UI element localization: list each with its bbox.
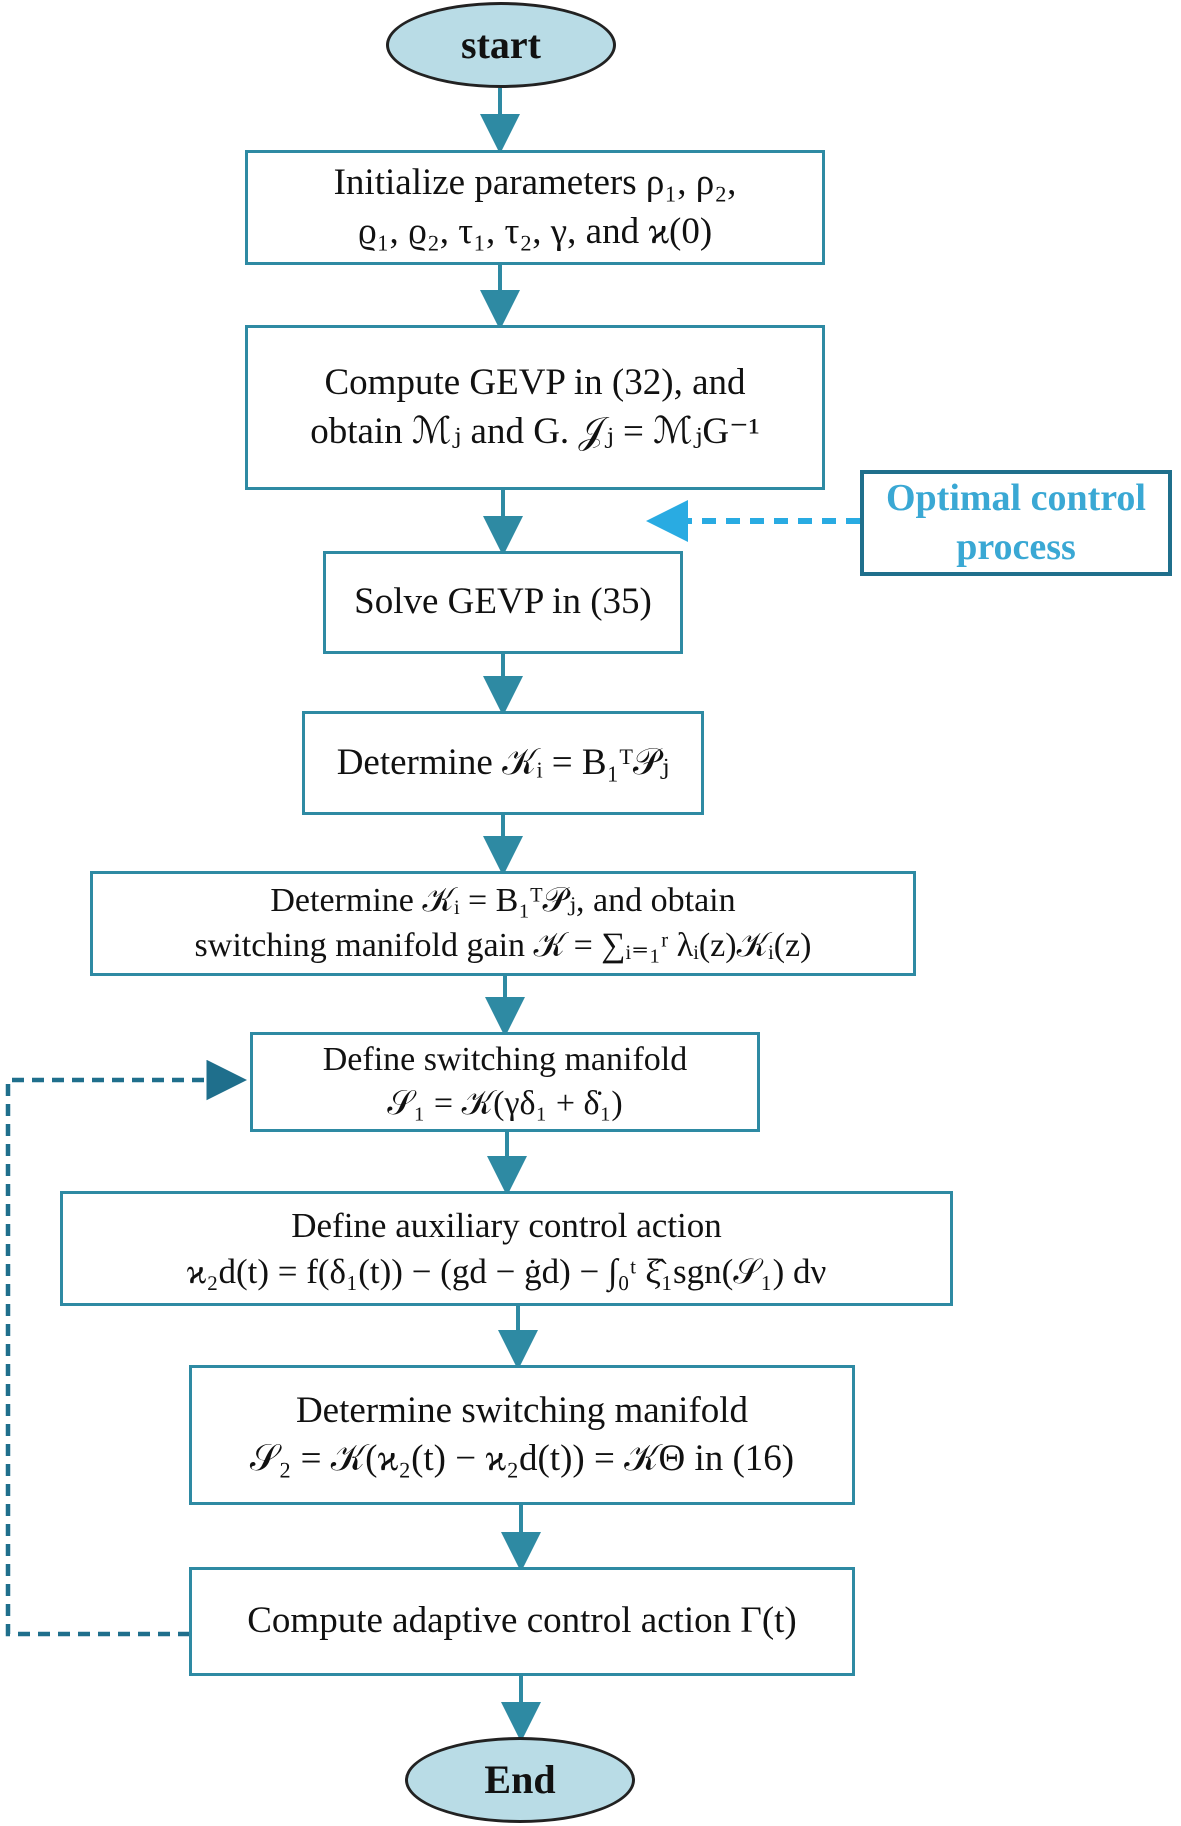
- compute-gevp32-line-1: Compute GEVP in (32), and: [324, 362, 746, 404]
- initialize-parameters-box: Initialize parameters ρ₁, ρ₂, ϱ₁, ϱ₂, τ₁…: [245, 150, 825, 265]
- define-manifold-line-2: 𝒮₁ = 𝒦(γδ₁ + δ̇₁): [387, 1085, 623, 1122]
- determine-gain-line-1: Determine 𝒦ᵢ = B₁ᵀ𝒫ⱼ, and obtain: [270, 882, 736, 920]
- compute-gevp32-box: Compute GEVP in (32), and obtain ℳⱼ and …: [245, 325, 825, 490]
- adaptive-control-box: Compute adaptive control action Γ(t): [189, 1567, 855, 1676]
- determine-manifold-line-1: Determine switching manifold: [295, 1389, 749, 1431]
- auxiliary-line-2: ϰ₂d(t) = f(δ₁(t)) − (gd − ġd) − ∫₀ᵗ ξ̂₁s…: [186, 1251, 827, 1291]
- determine-k-label: Determine 𝒦ᵢ = B₁ᵀ𝒫ⱼ: [336, 741, 670, 783]
- solve-gevp35-box: Solve GEVP in (35): [323, 551, 683, 654]
- start-label: start: [461, 22, 541, 67]
- determine-gain-box: Determine 𝒦ᵢ = B₁ᵀ𝒫ⱼ, and obtain switchi…: [90, 871, 916, 976]
- feedback-loop-line: [5, 1059, 247, 1637]
- compute-gevp32-line-2: obtain ℳⱼ and G. 𝒥ⱼ = ℳⱼG⁻¹: [310, 410, 760, 452]
- adaptive-control-label: Compute adaptive control action Γ(t): [247, 1600, 797, 1642]
- initialize-line-1: Initialize parameters ρ₁, ρ₂,: [333, 162, 737, 204]
- solve-gevp35-label: Solve GEVP in (35): [354, 581, 652, 623]
- start-terminal: start: [386, 2, 616, 88]
- determine-k-box: Determine 𝒦ᵢ = B₁ᵀ𝒫ⱼ: [302, 711, 704, 815]
- end-terminal: End: [405, 1737, 635, 1823]
- auxiliary-line-1: Define auxiliary control action: [291, 1206, 722, 1245]
- auxiliary-control-box: Define auxiliary control action ϰ₂d(t) =…: [60, 1191, 953, 1306]
- determine-gain-line-2: switching manifold gain 𝒦 = ∑ᵢ₌₁ʳ λᵢ(z)𝒦…: [194, 926, 812, 964]
- determine-switching-manifold-box: Determine switching manifold 𝒮₂ = 𝒦(ϰ₂(t…: [189, 1365, 855, 1505]
- optimal-control-process-box: Optimal control process: [860, 470, 1172, 576]
- define-switching-manifold-box: Define switching manifold 𝒮₁ = 𝒦(γδ₁ + δ…: [250, 1032, 760, 1132]
- initialize-line-2: ϱ₁, ϱ₂, τ₁, τ₂, γ, and ϰ(0): [357, 210, 713, 252]
- end-label: End: [484, 1757, 556, 1802]
- optimal-control-line-1: Optimal control: [885, 476, 1146, 519]
- optimal-control-line-2: process: [956, 526, 1076, 568]
- determine-manifold-line-2: 𝒮₂ = 𝒦(ϰ₂(t) − ϰ₂d(t)) = 𝒦Θ in (16): [249, 1438, 795, 1479]
- define-manifold-line-1: Define switching manifold: [322, 1040, 688, 1078]
